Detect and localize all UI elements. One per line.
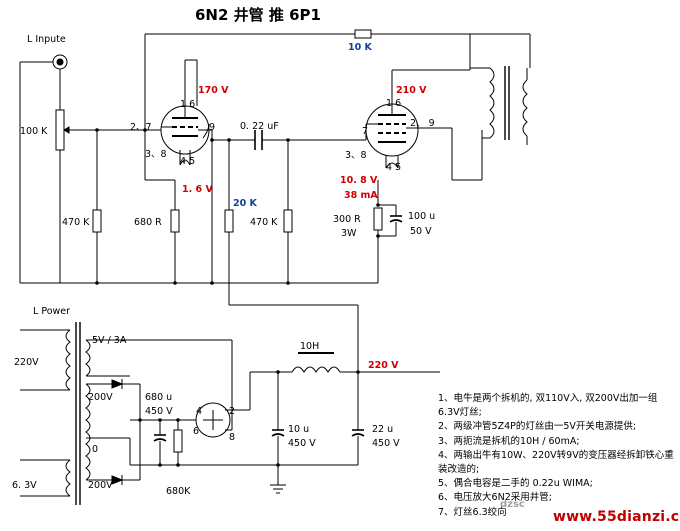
note-item: 1、电牛是两个拆机的, 双110V入, 双200V出加一组6.3V灯丝;: [438, 393, 658, 419]
resistor-10k: [354, 29, 372, 39]
pin-label-a4: 9: [209, 122, 215, 133]
ma38-label: 38 mA: [344, 190, 378, 201]
note-item: 4、两输出牛有10W、220V转9V的变压器经拆卸铁心重装改造的;: [438, 449, 674, 476]
r300-label: 300 R: [333, 214, 361, 225]
note-item: 7、灯丝6.3绞向: [438, 506, 507, 518]
watermark: www.55dianzi.com: [553, 509, 680, 525]
note-item: 5、偶合电容是二手的 0.22u WIMA;: [438, 478, 593, 490]
r680k-label: 680K: [166, 486, 191, 497]
pin-label-a5: 4 5: [180, 156, 195, 167]
sec200-2-label: 200V: [88, 480, 113, 491]
rect-pin-2: 2: [229, 406, 235, 417]
coupling-cap-label: 0. 22 uF: [240, 121, 279, 132]
resistor-20k: [224, 209, 234, 233]
cap680u-voltage-label: 450 V: [145, 406, 173, 417]
resistor-680r: [170, 209, 180, 233]
rect-pin-6: 6: [193, 426, 199, 437]
cap680u-label: 680 u: [145, 392, 172, 403]
note-item: 2、两级冲管5Z4P的灯丝由一5V开关电源提供;: [438, 421, 637, 433]
sec5v-label: 5V / 3A: [92, 335, 127, 346]
sec200-1-label: 200V: [88, 392, 113, 403]
note-item: 6、电压放大6N2采用井管;: [438, 492, 552, 504]
note-item: 3、两扼流是拆机的10H / 60mA;: [438, 435, 580, 447]
rect-pin-8: 8: [229, 432, 235, 443]
sec0-label: 0: [92, 444, 98, 455]
cap100u-voltage-label: 50 V: [410, 226, 432, 237]
resistor-470k-2: [283, 209, 293, 233]
cap100u-label: 100 u: [408, 211, 435, 222]
power-transformer-primary: [65, 329, 71, 391]
r680-label: 680 R: [134, 217, 162, 228]
pin-label-b5: 4 5: [386, 162, 401, 173]
output-transformer-secondary: [522, 79, 528, 137]
output-transformer-primary: [489, 67, 495, 139]
input-label: L Inpute: [27, 34, 66, 45]
pri220-label: 220V: [14, 357, 39, 368]
notes-list: 1、电牛是两个拆机的, 双110V入, 双200V出加一组6.3V灯丝; 2、两…: [438, 392, 678, 520]
power-transformer-hv: [85, 383, 91, 481]
fil63-label: 6. 3V: [12, 480, 37, 491]
rect-pin-4: 4: [196, 406, 202, 417]
power-label: L Power: [33, 306, 70, 317]
pin-label-b2: 3、8: [345, 150, 367, 161]
resistor-470k-1: [92, 209, 102, 233]
resistor-300r: [373, 207, 383, 231]
v108-label: 10. 8 V: [340, 175, 378, 186]
pin-label-b1: 7: [362, 126, 368, 137]
diagram-title: 6N2 井管 推 6P1: [195, 6, 321, 24]
v170-label: 170 V: [198, 85, 229, 96]
pin-label-a1: 2、7: [130, 122, 152, 133]
resistor-680k: [173, 429, 183, 453]
pin-label-b3: 1 6: [386, 98, 401, 109]
r470k-2-label: 470 K: [250, 217, 278, 228]
pot-label: 100 K: [20, 126, 48, 137]
r300-watt-label: 3W: [341, 228, 357, 239]
cap10u-voltage-label: 450 V: [288, 438, 316, 449]
r20k-label: 20 K: [233, 198, 258, 209]
v220-label: 220 V: [368, 360, 399, 371]
choke-label: 10H: [300, 341, 319, 352]
cap22u-voltage-label: 450 V: [372, 438, 400, 449]
v16-label: 1. 6 V: [182, 184, 213, 195]
volume-pot: [55, 109, 65, 151]
r10k-label: 10 K: [348, 42, 373, 53]
cap10u-label: 10 u: [288, 424, 309, 435]
pin-label-a2: 3、8: [145, 149, 167, 160]
pin-label-a3: 1 6: [180, 99, 195, 110]
pin-label-b4: 2、 9: [410, 118, 435, 129]
r470k-1-label: 470 K: [62, 217, 90, 228]
watermark-small: dzsc: [500, 499, 525, 510]
choke-10h: [291, 366, 341, 373]
cap22u-label: 22 u: [372, 424, 393, 435]
v210-label: 210 V: [396, 85, 427, 96]
